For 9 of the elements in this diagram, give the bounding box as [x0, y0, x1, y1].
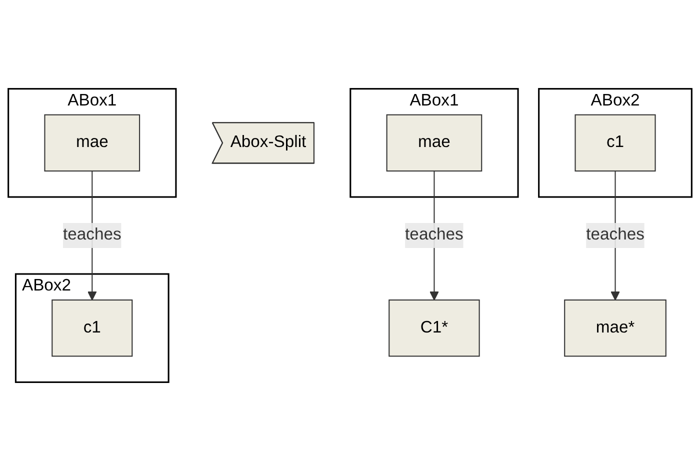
- edge-label: teaches: [405, 226, 464, 244]
- edge-label: teaches: [62, 226, 122, 244]
- node-box: c1: [574, 114, 656, 172]
- node-box: mae: [386, 114, 482, 172]
- node-box: c1: [52, 299, 133, 357]
- node-box: mae: [44, 114, 140, 172]
- node-box: mae*: [564, 299, 666, 357]
- edge-label: teaches: [586, 226, 644, 244]
- node-box: C1*: [388, 299, 480, 357]
